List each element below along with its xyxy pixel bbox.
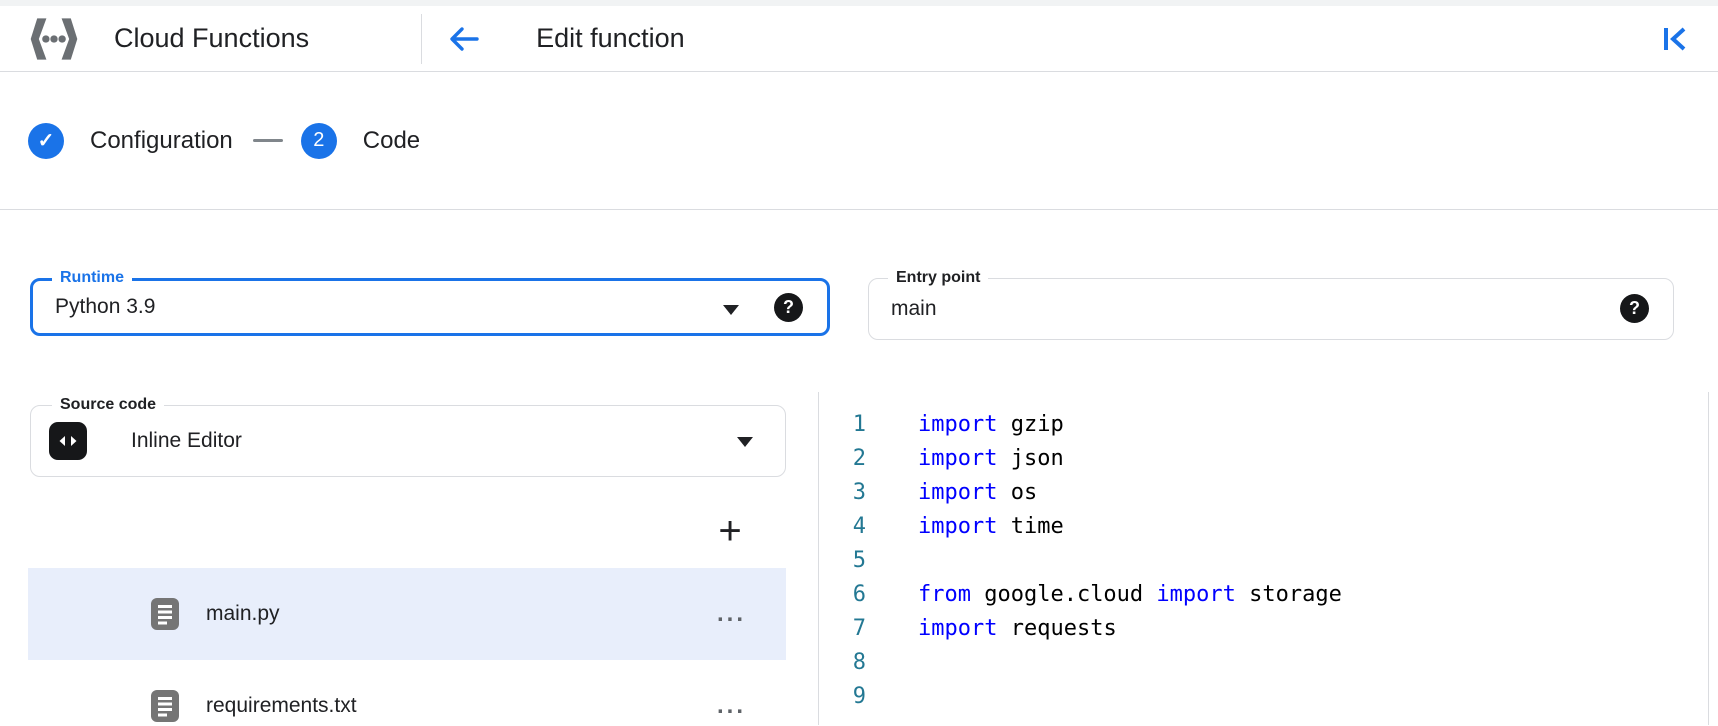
- line-content: import json: [918, 446, 1064, 471]
- step-connector: [252, 139, 283, 142]
- file-more-actions-icon[interactable]: ...: [716, 600, 746, 627]
- line-number: 1: [852, 412, 866, 437]
- entry-point-label: Entry point: [888, 267, 989, 289]
- line-content: import os: [918, 480, 1038, 505]
- line-number: 3: [852, 480, 866, 505]
- back-arrow-icon: [450, 26, 479, 51]
- page-title: Edit function: [536, 23, 685, 53]
- line-number: 6: [852, 582, 866, 607]
- entry-point-help-icon[interactable]: ?: [1620, 294, 1649, 323]
- code-lines: 1 import gzip 2 import json 3 import os 4 impor…: [819, 408, 1708, 714]
- code-editor[interactable]: 1 import gzip 2 import json 3 import os 4 impor…: [818, 392, 1709, 725]
- check-icon: ✓: [37, 129, 55, 152]
- file-icon: [150, 597, 180, 631]
- line-content: import time: [918, 514, 1064, 539]
- source-code-select[interactable]: Inline Editor: [30, 405, 786, 477]
- back-button[interactable]: [446, 21, 482, 57]
- entry-point-value: main: [891, 297, 937, 320]
- code-line[interactable]: 7 import requests: [819, 612, 1708, 646]
- entry-point-field[interactable]: main ?: [868, 278, 1674, 340]
- line-number: 2: [852, 446, 866, 471]
- source-code-label: Source code: [52, 394, 165, 416]
- file-row-main-py[interactable]: main.py ...: [28, 568, 786, 660]
- add-file-button[interactable]: +: [706, 507, 754, 555]
- code-line[interactable]: 1 import gzip: [819, 408, 1708, 442]
- file-row-requirements-txt[interactable]: requirements.txt ...: [28, 660, 786, 726]
- top-strip: [0, 0, 1718, 6]
- line-number: 7: [852, 616, 866, 641]
- code-line[interactable]: 6 from google.cloud import storage: [819, 578, 1708, 612]
- app-bar: Cloud Functions Edit function: [0, 6, 1718, 72]
- line-content: import requests: [918, 616, 1117, 641]
- code-line[interactable]: 4 import time: [819, 510, 1708, 544]
- step-configuration-indicator[interactable]: ✓: [28, 122, 64, 159]
- line-number: 9: [852, 684, 866, 709]
- header-divider: [421, 13, 423, 64]
- chevron-down-icon: [737, 437, 753, 447]
- stepper: ✓ Configuration 2 Code: [0, 72, 1718, 210]
- step-code-label[interactable]: Code: [362, 126, 421, 154]
- line-content: import gzip: [918, 412, 1064, 437]
- code-line[interactable]: 9: [819, 680, 1708, 714]
- line-number: 4: [852, 514, 866, 539]
- code-line[interactable]: 5: [819, 544, 1708, 578]
- line-content: from google.cloud import storage: [918, 582, 1342, 607]
- code-line[interactable]: 8: [819, 646, 1708, 680]
- step-code-indicator[interactable]: 2: [300, 122, 337, 159]
- runtime-select[interactable]: Python 3.9 ?: [30, 278, 830, 336]
- chevron-down-icon: [723, 305, 739, 315]
- runtime-value: Python 3.9: [55, 295, 156, 318]
- line-number: 8: [852, 650, 866, 675]
- runtime-label: Runtime: [52, 267, 132, 289]
- code-step-form: Runtime Python 3.9 ? Entry point main ? …: [0, 210, 1718, 726]
- step-code-number: 2: [313, 129, 325, 151]
- cloud-functions-logo-icon: [30, 17, 78, 60]
- code-line[interactable]: 2 import json: [819, 442, 1708, 476]
- file-name: main.py: [206, 602, 280, 625]
- file-more-actions-icon[interactable]: ...: [716, 692, 746, 719]
- line-number: 5: [852, 548, 866, 573]
- step-configuration-label[interactable]: Configuration: [90, 126, 233, 154]
- code-line[interactable]: 3 import os: [819, 476, 1708, 510]
- collapse-left-icon: [1664, 27, 1686, 50]
- product-title: Cloud Functions: [114, 23, 310, 53]
- file-name: requirements.txt: [206, 694, 357, 717]
- file-icon: [150, 689, 180, 723]
- inline-editor-icon: [49, 422, 87, 460]
- runtime-help-icon[interactable]: ?: [774, 293, 803, 322]
- collapse-panel-button[interactable]: [1658, 22, 1692, 56]
- source-code-value: Inline Editor: [131, 429, 242, 452]
